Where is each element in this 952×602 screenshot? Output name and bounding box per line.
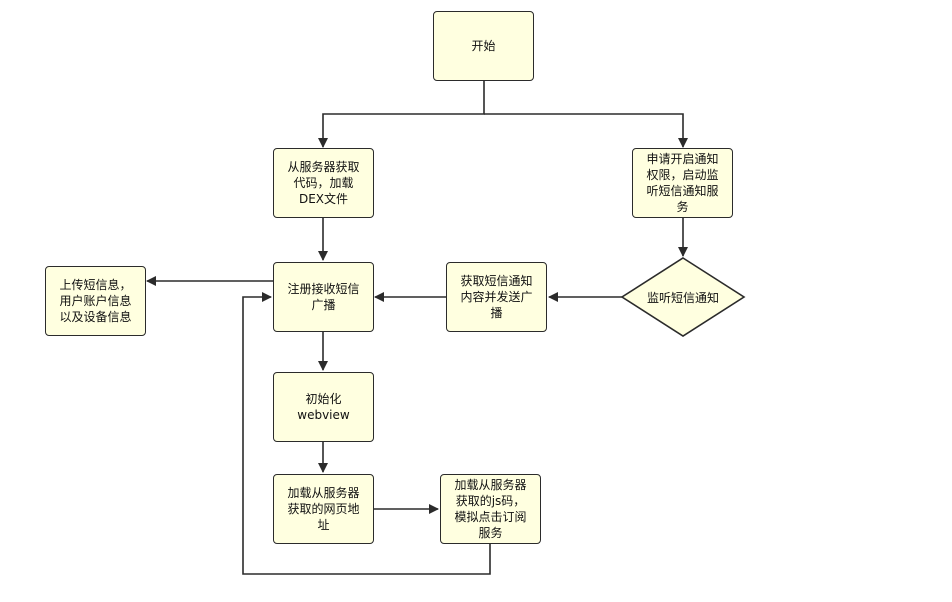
request-permission-label: 申请开启通知 权限，启动监 听短信通知服 务 (646, 152, 719, 214)
load-url-node: 加载从服务器 获取的网页地 址 (273, 474, 374, 544)
get-sms-label: 获取短信通知 内容并发送广 播 (460, 274, 533, 320)
init-webview-label: 初始化 webview (297, 392, 350, 422)
load-url-label: 加载从服务器 获取的网页地 址 (287, 486, 360, 532)
init-webview-node: 初始化 webview (273, 372, 374, 442)
fetch-dex-node: 从服务器获取 代码，加载 DEX文件 (273, 148, 374, 218)
edge-start-to-request (484, 113, 688, 148)
get-sms-node: 获取短信通知 内容并发送广 播 (446, 262, 547, 332)
start-node: 开始 (433, 11, 534, 81)
listen-sms-diamond (620, 257, 746, 337)
edge-start-split (318, 80, 485, 148)
upload-info-node: 上传短信息， 用户账户信息 以及设备信息 (45, 266, 146, 336)
register-broadcast-node: 注册接收短信 广播 (273, 262, 374, 332)
load-js-label: 加载从服务器 获取的js码， 模拟点击订阅 服务 (454, 478, 527, 540)
edge-loop-back (242, 292, 491, 575)
listen-sms-label: 监听短信通知 (646, 290, 719, 305)
upload-info-label: 上传短信息， 用户账户信息 以及设备信息 (59, 278, 132, 324)
register-broadcast-label: 注册接收短信 广播 (287, 282, 360, 312)
start-label: 开始 (471, 39, 496, 53)
load-js-node: 加载从服务器 获取的js码， 模拟点击订阅 服务 (440, 474, 541, 544)
fetch-dex-label: 从服务器获取 代码，加载 DEX文件 (287, 160, 360, 206)
request-permission-node: 申请开启通知 权限，启动监 听短信通知服 务 (632, 148, 733, 218)
